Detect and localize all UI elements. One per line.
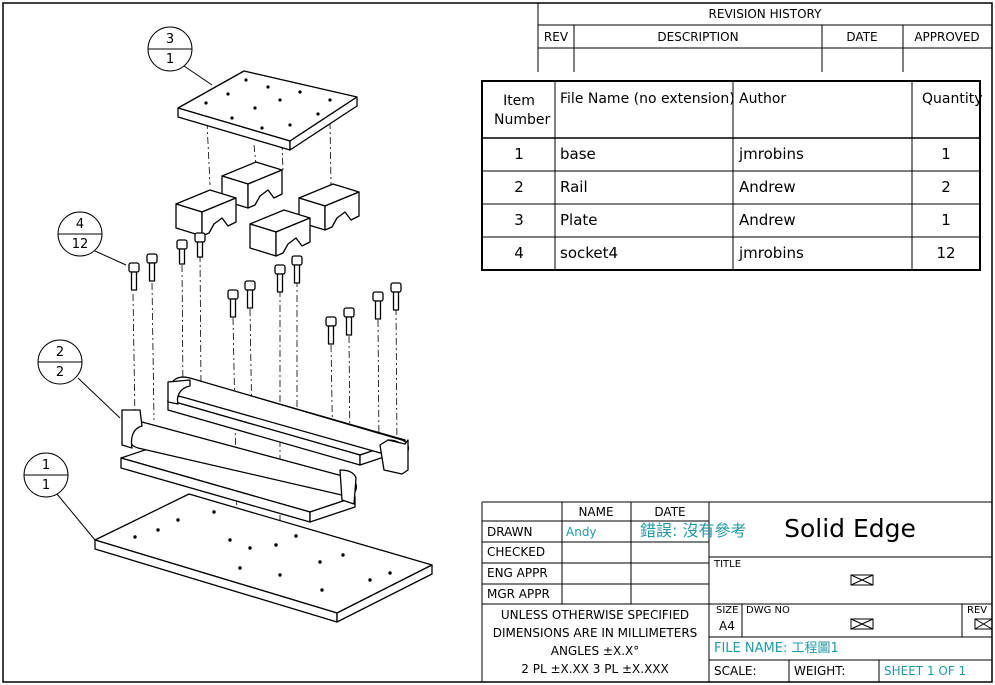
bom-header-item-number: Item Number xyxy=(494,93,551,128)
scale-label: SCALE: xyxy=(714,664,757,678)
plate-part xyxy=(177,70,358,151)
bom-grid xyxy=(481,80,981,271)
socket-screws xyxy=(128,232,402,345)
balloon-item-4 xyxy=(57,211,127,266)
note-line-1: UNLESS OTHERWISE SPECIFIED xyxy=(500,608,690,622)
title-block-name-header: NAME xyxy=(578,505,614,519)
size-value: A4 xyxy=(719,619,735,633)
rev-label: REV xyxy=(967,605,988,616)
dwg-no-placeholder-icon xyxy=(850,618,874,630)
bom-row-3-author: Andrew xyxy=(739,211,796,229)
bom-row-1-file: base xyxy=(560,145,596,163)
bom-row-1-qty: 1 xyxy=(941,145,951,163)
base-part xyxy=(94,493,433,623)
balloon-1-item: 1 xyxy=(41,458,51,473)
balloon-2-qty: 2 xyxy=(55,365,65,380)
balloon-4-qty: 12 xyxy=(71,237,89,252)
exploded-assembly-view xyxy=(23,26,433,623)
title-label: TITLE xyxy=(714,559,742,570)
balloon-item-1 xyxy=(23,452,96,541)
revision-history-grid xyxy=(537,3,992,72)
drawn-date-value[interactable]: 錯誤: 沒有參考 xyxy=(640,521,747,540)
size-label: SIZE xyxy=(716,605,739,616)
bom-header-file-name: File Name (no extension) xyxy=(560,91,735,107)
title-block-grid xyxy=(481,501,992,682)
title-placeholder-icon xyxy=(850,574,874,586)
revision-history-title: REVISION HISTORY xyxy=(708,7,822,21)
bom-row-1-author: jmrobins xyxy=(739,145,804,163)
dwg-no-label: DWG NO xyxy=(746,605,790,616)
checked-label: CHECKED xyxy=(487,545,546,559)
rev-placeholder-icon xyxy=(974,618,993,630)
sliding-blocks xyxy=(175,161,360,257)
balloon-item-2 xyxy=(37,339,121,419)
rev-header: REV xyxy=(543,30,569,44)
rail-back xyxy=(167,376,409,475)
bom-row-3-file: Plate xyxy=(560,211,598,229)
bom-row-4-author: jmrobins xyxy=(739,244,804,262)
bom-row-2-author: Andrew xyxy=(739,178,796,196)
note-line-2: DIMENSIONS ARE IN MILLIMETERS xyxy=(492,626,698,640)
rail-front xyxy=(120,409,357,523)
weight-label: WEIGHT: xyxy=(794,664,846,678)
date-header: DATE xyxy=(846,30,878,44)
bom-row-4-file: socket4 xyxy=(560,244,619,262)
bom-row-1-item: 1 xyxy=(514,145,524,163)
balloon-3-qty: 1 xyxy=(165,52,175,67)
note-line-4: 2 PL ±X.XX 3 PL ±X.XXX xyxy=(521,662,669,676)
drawn-name-value[interactable]: Andy xyxy=(566,525,597,539)
approved-header: APPROVED xyxy=(914,30,980,44)
sheet-field[interactable]: SHEET 1 OF 1 xyxy=(884,664,967,678)
balloon-1-qty: 1 xyxy=(41,478,51,493)
balloon-2-item: 2 xyxy=(55,345,65,360)
balloon-item-3 xyxy=(147,26,213,86)
description-header: DESCRIPTION xyxy=(657,30,739,44)
bom-row-2-qty: 2 xyxy=(941,178,951,196)
bom-header-quantity: Quantity xyxy=(922,91,983,107)
bom-row-2-item: 2 xyxy=(514,178,524,196)
note-line-3: ANGLES ±X.X° xyxy=(550,644,640,658)
balloon-4-item: 4 xyxy=(75,217,85,232)
title-block-date-header: DATE xyxy=(654,505,686,519)
bom-row-3-item: 3 xyxy=(514,211,524,229)
drawn-label: DRAWN xyxy=(487,525,533,539)
eng-appr-label: ENG APPR xyxy=(487,566,548,580)
bom-row-2-file: Rail xyxy=(560,178,588,196)
bom-header-author: Author xyxy=(739,91,787,107)
bom-row-3-qty: 1 xyxy=(941,211,951,229)
mgr-appr-label: MGR APPR xyxy=(487,587,550,601)
company-name: Solid Edge xyxy=(784,514,916,543)
balloon-3-item: 3 xyxy=(165,32,175,47)
file-name-field[interactable]: FILE NAME: 工程圖1 xyxy=(714,641,839,656)
bom-row-4-qty: 12 xyxy=(936,244,956,262)
bom-row-4-item: 4 xyxy=(514,244,524,262)
